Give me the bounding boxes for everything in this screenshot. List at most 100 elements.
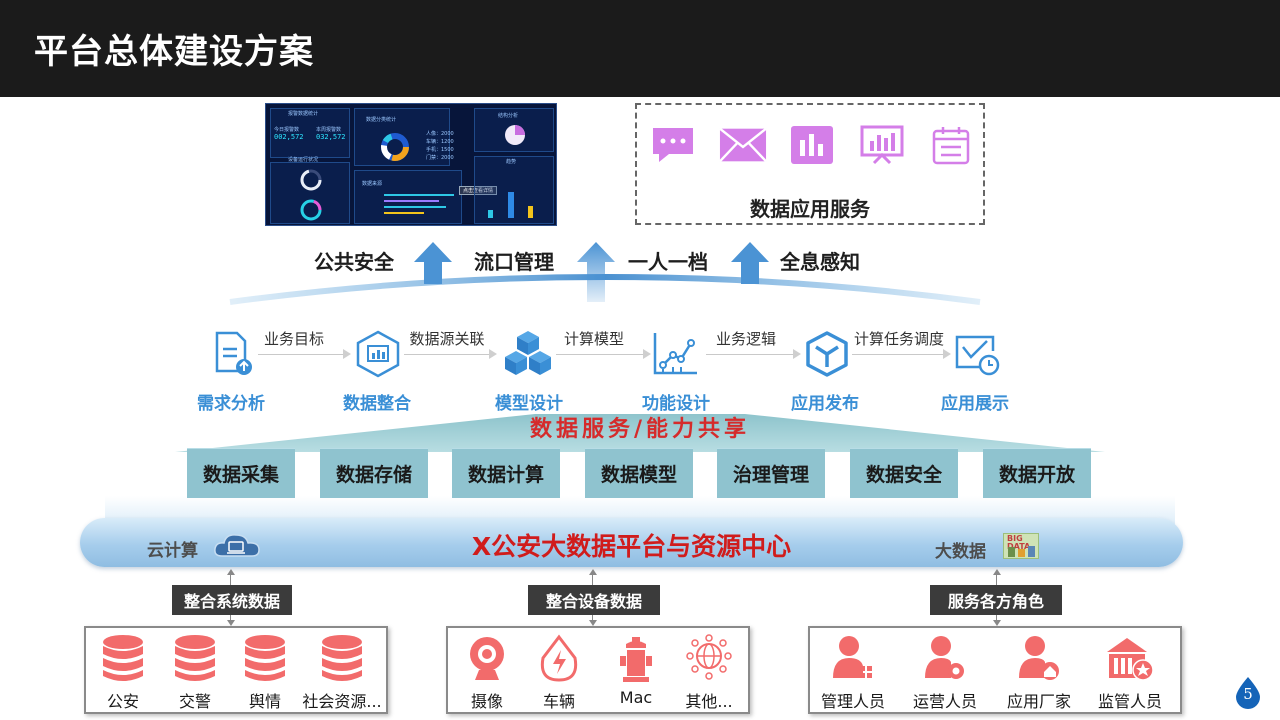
monitor-clock-icon bbox=[955, 335, 1000, 376]
cubes-icon bbox=[505, 331, 551, 375]
capability-tile: 数据采集 bbox=[187, 448, 295, 498]
bar-chart-icon bbox=[788, 123, 836, 167]
connector-line bbox=[592, 574, 593, 585]
lightning-drop-icon bbox=[540, 634, 578, 682]
person-gear-icon bbox=[925, 636, 964, 679]
list-item: 运营人员 bbox=[900, 634, 990, 712]
dashboard-legend-item: 车辆：1200 bbox=[426, 139, 454, 145]
list-item-label: 运营人员 bbox=[912, 692, 977, 711]
workflow-connector bbox=[556, 354, 646, 355]
monitor-chart-icon bbox=[858, 123, 906, 167]
dashboard-legend-item: 手机：1500 bbox=[426, 147, 454, 153]
dashboard-screenshot: 报警数据统计 今日报警数 002,572 本周报警数 032,572 设备运行状… bbox=[265, 103, 557, 226]
database-icon bbox=[103, 635, 143, 681]
tag-system-data: 整合系统数据 bbox=[172, 585, 292, 615]
workflow-step-label: 数据整合 bbox=[343, 394, 411, 414]
connector-line bbox=[230, 574, 231, 585]
dashboard-panel-title: 数据来源 bbox=[362, 181, 383, 187]
workflow-arrow-label: 数据源关联 bbox=[409, 330, 485, 348]
capability-roof bbox=[175, 414, 1105, 452]
dashboard-panel-title: 趋势 bbox=[506, 159, 517, 165]
platform-bar bbox=[80, 518, 1183, 567]
mail-icon bbox=[718, 123, 767, 167]
arrow-right-icon bbox=[489, 349, 497, 359]
list-item: 公安 bbox=[78, 634, 168, 712]
arrow-up-icon bbox=[993, 569, 1001, 575]
workflow-step-label: 功能设计 bbox=[642, 394, 710, 414]
workflow-connector bbox=[404, 354, 492, 355]
workflow-step-label: 应用展示 bbox=[941, 394, 1009, 414]
person-home-icon bbox=[1019, 636, 1059, 680]
capability-tile: 治理管理 bbox=[717, 448, 825, 498]
dashboard-stat-value: 002,572 bbox=[274, 133, 304, 141]
list-item: 管理人员 bbox=[808, 634, 898, 712]
list-item: 摄像 bbox=[442, 634, 532, 712]
connector-line bbox=[996, 615, 997, 623]
list-item-label: 公安 bbox=[106, 692, 139, 711]
workflow-step-label: 模型设计 bbox=[495, 394, 563, 414]
list-item-label: 摄像 bbox=[470, 692, 503, 711]
workflow-arrow-label: 计算任务调度 bbox=[853, 330, 945, 348]
tag-device-data: 整合设备数据 bbox=[528, 585, 660, 615]
dashboard-panel-title: 结构分析 bbox=[498, 113, 519, 119]
cloud-icon bbox=[214, 534, 260, 557]
calendar-icon bbox=[927, 123, 975, 167]
list-item: 交警 bbox=[150, 634, 240, 712]
dashboard-column-chart bbox=[488, 192, 533, 218]
big-data-badge: BIG DATA bbox=[1003, 533, 1039, 559]
scenario-population-flow: 流口管理 bbox=[474, 250, 554, 274]
group-device-data: 摄像 车辆 Mac bbox=[446, 626, 750, 714]
list-item-label: 交警 bbox=[178, 692, 211, 711]
dashboard-panel-title: 报警数据统计 bbox=[288, 111, 319, 117]
list-item: 社会资源... bbox=[297, 634, 387, 712]
dashboard-legend-item: 人像：2000 bbox=[426, 131, 454, 137]
dashboard-pie-chart bbox=[505, 125, 525, 145]
dashboard-donut-chart bbox=[381, 133, 409, 161]
group-system-data: 公安 交警 舆情 社会资源... bbox=[84, 626, 388, 714]
scenario-holographic-sensing: 全息感知 bbox=[780, 250, 860, 274]
dashboard-stat-label: 今日报警数 bbox=[274, 127, 300, 133]
arrow-up-icon bbox=[227, 569, 235, 575]
workflow-connector bbox=[258, 354, 346, 355]
workflow-arrow-label: 业务目标 bbox=[263, 330, 325, 348]
building-star-icon bbox=[1107, 638, 1154, 681]
workflow-arrow-label: 业务逻辑 bbox=[715, 330, 777, 348]
arrow-right-icon bbox=[643, 349, 651, 359]
big-data-label: 大数据 bbox=[935, 542, 986, 562]
list-item-label: 管理人员 bbox=[820, 692, 885, 711]
list-item-label: 社会资源... bbox=[302, 692, 382, 711]
big-data-badge-text: BIG DATA bbox=[1007, 534, 1031, 551]
list-item: 舆情 bbox=[220, 634, 310, 712]
capability-tile: 数据安全 bbox=[850, 448, 958, 498]
dashboard-panel-title: 设备运行状况 bbox=[288, 157, 319, 163]
list-item: 车辆 bbox=[514, 634, 604, 712]
capability-tile: 数据存储 bbox=[320, 448, 428, 498]
workflow-arrow-label: 计算模型 bbox=[563, 330, 625, 348]
line-chart-icon bbox=[653, 333, 697, 375]
database-icon bbox=[175, 635, 215, 681]
database-icon bbox=[322, 635, 362, 681]
webcam-icon bbox=[470, 637, 504, 680]
header-bar: 平台总体建设方案 bbox=[0, 0, 1280, 97]
capability-tile: 数据模型 bbox=[585, 448, 693, 498]
dashboard-bar-lines bbox=[384, 194, 454, 214]
list-item: 监管人员 bbox=[1085, 634, 1175, 712]
list-item-label: Mac bbox=[619, 688, 653, 707]
arrow-up-icon bbox=[589, 569, 597, 575]
cube-outline-icon bbox=[806, 331, 848, 377]
up-arrow-icon bbox=[577, 242, 615, 302]
arrow-right-icon bbox=[793, 349, 801, 359]
dashboard-stat-label: 本周报警数 bbox=[316, 127, 342, 133]
data-services-label: 数据应用服务 bbox=[750, 197, 870, 221]
chat-icon bbox=[649, 123, 697, 167]
up-arrow-icon bbox=[731, 242, 769, 284]
workflow-step-label: 应用发布 bbox=[791, 394, 859, 414]
list-item: Mac bbox=[591, 634, 681, 707]
list-item: 应用厂家 bbox=[994, 634, 1084, 712]
scenario-one-person-file: 一人一档 bbox=[628, 250, 708, 274]
connector-line bbox=[230, 615, 231, 623]
arrow-right-icon bbox=[943, 349, 951, 359]
document-upload-icon bbox=[215, 331, 252, 375]
capability-tile: 数据计算 bbox=[452, 448, 560, 498]
page-number: 5 bbox=[1243, 685, 1253, 703]
